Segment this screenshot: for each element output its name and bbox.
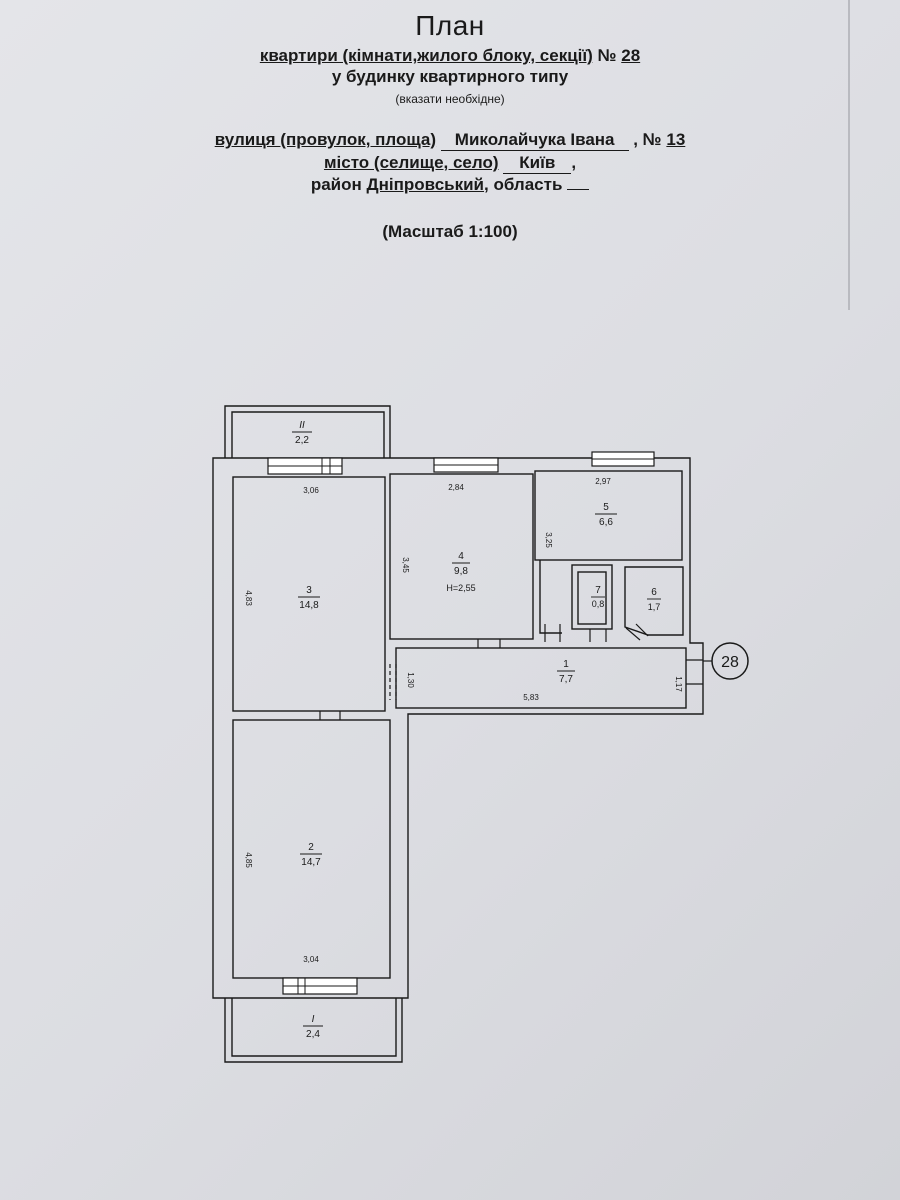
district-value: Дніпровський <box>366 175 485 194</box>
scale-line: (Масштаб 1:100) <box>382 222 518 241</box>
hall-height: 1,30 <box>406 672 415 688</box>
building-type-line: у будинку квартирного типу <box>331 67 569 86</box>
district-line: район Дніпровський, область <box>0 175 900 195</box>
city-label: місто (селище, село) <box>323 153 499 172</box>
doors <box>319 623 703 720</box>
house-number: 13 <box>666 130 686 149</box>
room-3-number: 3 <box>306 585 312 596</box>
apartment-badge-label: 28 <box>721 654 739 671</box>
room-4-height: H=2,55 <box>446 583 475 593</box>
page-title: План <box>415 10 485 41</box>
room-fraction-lines <box>292 431 661 1027</box>
room-4-width: 2,84 <box>448 483 464 492</box>
room-5-area: 6,6 <box>599 517 613 528</box>
city-value: Київ <box>503 153 572 174</box>
region-label: , область <box>484 175 563 194</box>
street-line: вулиця (провулок, площа) Миколайчука Іва… <box>0 130 900 151</box>
room-3-height: 4,83 <box>244 590 253 606</box>
street-label: вулиця (провулок, площа) <box>214 130 437 149</box>
room-7-number: 7 <box>595 585 601 596</box>
window-mullions <box>268 458 654 994</box>
room-6-number: 6 <box>651 587 657 598</box>
room-5-number: 5 <box>603 502 609 513</box>
room-7-area: 0,8 <box>592 599 605 609</box>
hint-line: (вказати необхідне) <box>395 92 505 106</box>
hall-length: 5,83 <box>523 693 539 702</box>
room-3-width: 3,06 <box>303 486 319 495</box>
apartment-number-sign: № <box>597 46 617 65</box>
room-labels: II 2,2 3 14,8 4 9,8 H=2,55 5 6,6 7 0,8 6… <box>295 420 660 1040</box>
room-4-number: 4 <box>458 551 464 562</box>
dimension-labels: 3,06 4,83 2,84 3,45 2,97 3,25 1,30 5,83 … <box>244 477 683 964</box>
apartment-number: 28 <box>621 46 641 65</box>
plan-walls <box>212 405 704 1063</box>
room-1-area: 7,7 <box>559 674 573 685</box>
room-2-area: 14,7 <box>301 857 321 868</box>
room-4-area: 9,8 <box>454 566 468 577</box>
room-2-height: 4,85 <box>244 852 253 868</box>
balcony-top-area: 2,2 <box>295 435 309 446</box>
room-5-height: 3,25 <box>544 532 553 548</box>
room-6-area: 1,7 <box>648 602 661 612</box>
balcony-top-number: II <box>299 420 305 431</box>
room-5-width: 2,97 <box>595 477 611 486</box>
room-2-width: 3,04 <box>303 955 319 964</box>
city-line: місто (селище, село) Київ, <box>0 153 900 174</box>
room-4-height: 3,45 <box>401 557 410 573</box>
hall-end-width: 1,17 <box>674 676 683 692</box>
street-value: Миколайчука Івана <box>440 130 629 151</box>
room-3-area: 14,8 <box>299 600 319 611</box>
apartment-line: квартири (кімнати,жилого блоку, секції) … <box>0 46 900 66</box>
paper-edge <box>848 0 850 310</box>
room-1-number: 1 <box>563 659 569 670</box>
house-number-label: , № <box>633 130 662 149</box>
balcony-bottom-number: I <box>312 1014 315 1025</box>
windows <box>267 451 655 995</box>
apartment-type-label: квартири (кімнати,жилого блоку, секції) <box>259 46 593 65</box>
balcony-bottom-area: 2,4 <box>306 1029 320 1040</box>
room-2-number: 2 <box>308 842 314 853</box>
city-tail: , <box>571 153 577 172</box>
district-label: район <box>310 175 362 194</box>
apartment-badge <box>711 642 749 680</box>
region-value <box>567 189 590 190</box>
